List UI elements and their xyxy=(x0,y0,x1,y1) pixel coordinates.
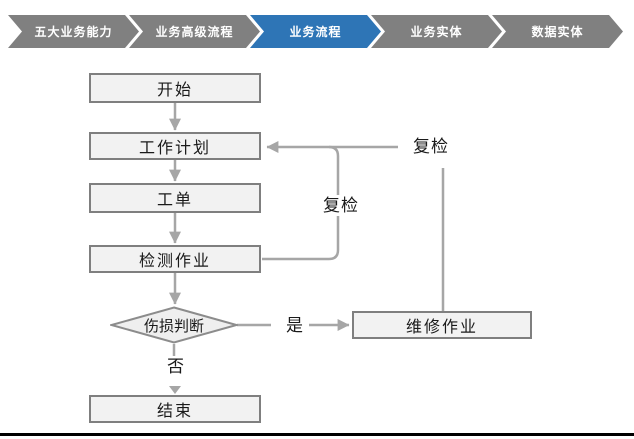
edge-label-recheck-inner: 复检 xyxy=(320,195,362,217)
breadcrumb-label: 业务实体 xyxy=(410,25,463,39)
node-work-plan: 工作计划 xyxy=(89,132,261,160)
breadcrumb-label: 数据实体 xyxy=(531,25,584,39)
node-repair-label: 维修作业 xyxy=(405,319,478,336)
node-start-label: 开始 xyxy=(156,82,193,99)
edge-label-yes: 是 xyxy=(283,315,307,337)
node-work-order: 工单 xyxy=(89,183,261,213)
node-end-label: 结束 xyxy=(156,403,193,420)
node-work-order-label: 工单 xyxy=(156,192,193,209)
node-repair: 维修作业 xyxy=(352,311,532,339)
breadcrumb-item-business-process-active[interactable]: 业务流程 xyxy=(250,15,381,48)
node-work-plan-label: 工作计划 xyxy=(138,140,211,157)
node-inspection-label: 检测作业 xyxy=(138,253,211,270)
breadcrumb-item-five-capabilities[interactable]: 五大业务能力 xyxy=(8,15,139,48)
node-damage-decision: 伤损判断 xyxy=(110,306,238,344)
breadcrumb: 五大业务能力 业务高级流程 业务流程 业务实体 数据实体 xyxy=(8,15,623,48)
node-inspection: 检测作业 xyxy=(89,245,261,273)
breadcrumb-label: 五大业务能力 xyxy=(34,25,113,39)
edge-label-no: 否 xyxy=(164,356,188,378)
breadcrumb-label: 业务流程 xyxy=(289,25,342,39)
diamond-shape xyxy=(110,306,238,344)
arrowhead-no-to-end xyxy=(169,386,181,394)
node-damage-decision-label: 伤损判断 xyxy=(143,317,204,335)
node-end: 结束 xyxy=(89,395,261,423)
bottom-border-line xyxy=(0,433,634,436)
edge-label-recheck-top: 复检 xyxy=(410,136,452,158)
breadcrumb-item-high-level-process[interactable]: 业务高级流程 xyxy=(129,15,260,48)
node-start: 开始 xyxy=(89,73,261,103)
breadcrumb-label: 业务高级流程 xyxy=(155,25,234,39)
breadcrumb-item-business-entity[interactable]: 业务实体 xyxy=(371,15,502,48)
breadcrumb-item-data-entity[interactable]: 数据实体 xyxy=(492,15,623,48)
